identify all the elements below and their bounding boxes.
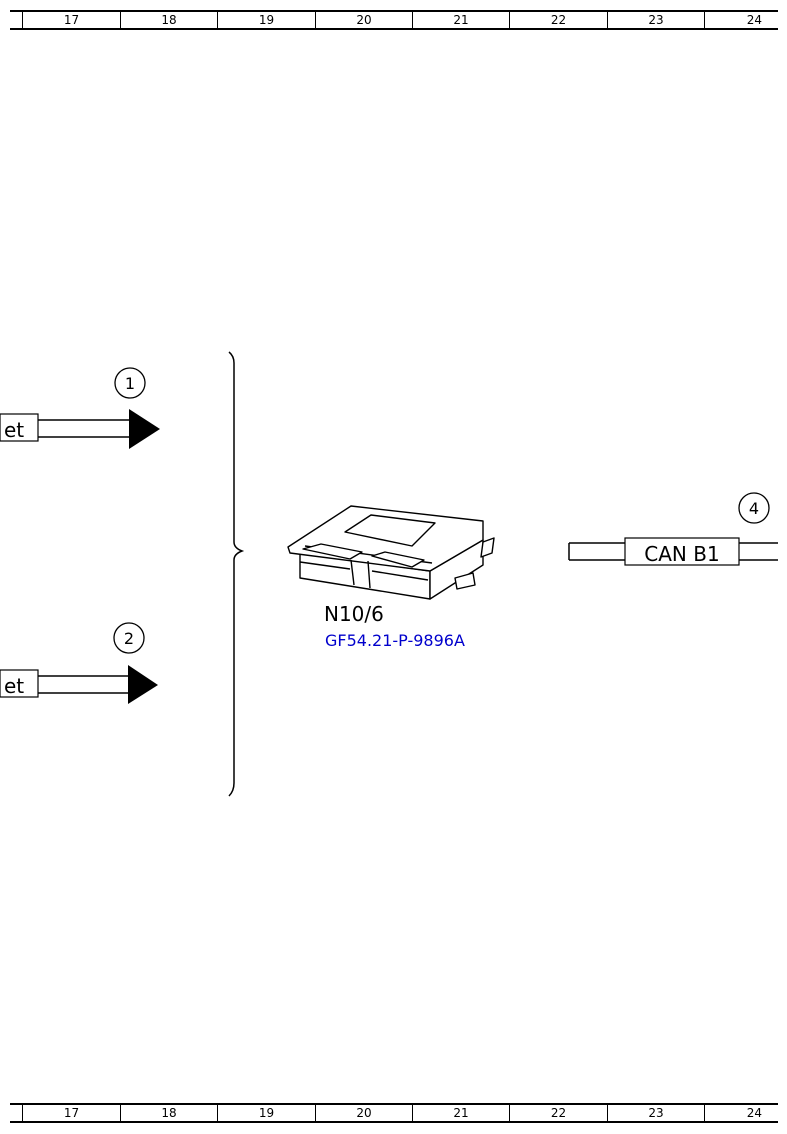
input-1-label-box (0, 413, 39, 442)
input-1-label: et (4, 418, 24, 442)
connector-number-badge (113, 622, 145, 654)
connector-number: 4 (749, 499, 759, 518)
ruler-cell: 24 (704, 12, 778, 28)
connector-number: 1 (125, 374, 135, 393)
grouping-brace (228, 351, 245, 797)
connector-number-badge (114, 367, 146, 399)
input-connector-1[interactable]: et 1 (0, 367, 160, 449)
ruler-cell: 23 (607, 12, 704, 28)
output-connector-4[interactable]: CAN B1 4 (568, 492, 778, 566)
connector-number-badge (738, 492, 770, 524)
ruler-cell: 17 (22, 1105, 120, 1121)
can-bus-label: CAN B1 (644, 542, 719, 566)
arrow-right-icon (129, 409, 160, 449)
input-connector-2[interactable]: et 2 (0, 622, 158, 704)
control-unit-icon[interactable] (287, 505, 495, 600)
ruler-cell: 21 (412, 12, 509, 28)
input-2-label-box (0, 669, 39, 698)
top-ruler: 17 18 19 20 21 22 23 24 (10, 10, 778, 30)
ruler-cell: 22 (509, 12, 607, 28)
ruler-cell: 24 (704, 1105, 778, 1121)
ruler-cell: 20 (315, 12, 412, 28)
connector-number: 2 (124, 629, 134, 648)
ruler-cell: 17 (22, 12, 120, 28)
can-bus-label-box (624, 537, 740, 566)
ruler-cell: 19 (217, 12, 315, 28)
input-2-label: et (4, 674, 24, 698)
document-link[interactable]: GF54.21-P-9896A (325, 631, 465, 650)
ruler-cell: 22 (509, 1105, 607, 1121)
component-code: N10/6 (324, 602, 384, 626)
ruler-cell: 18 (120, 12, 217, 28)
ruler-cell: 23 (607, 1105, 704, 1121)
arrow-right-icon (128, 665, 158, 704)
ruler-cell: 20 (315, 1105, 412, 1121)
ruler-cell: 19 (217, 1105, 315, 1121)
ruler-cell: 21 (412, 1105, 509, 1121)
ruler-cell: 18 (120, 1105, 217, 1121)
bottom-ruler: 17 18 19 20 21 22 23 24 (10, 1103, 778, 1123)
